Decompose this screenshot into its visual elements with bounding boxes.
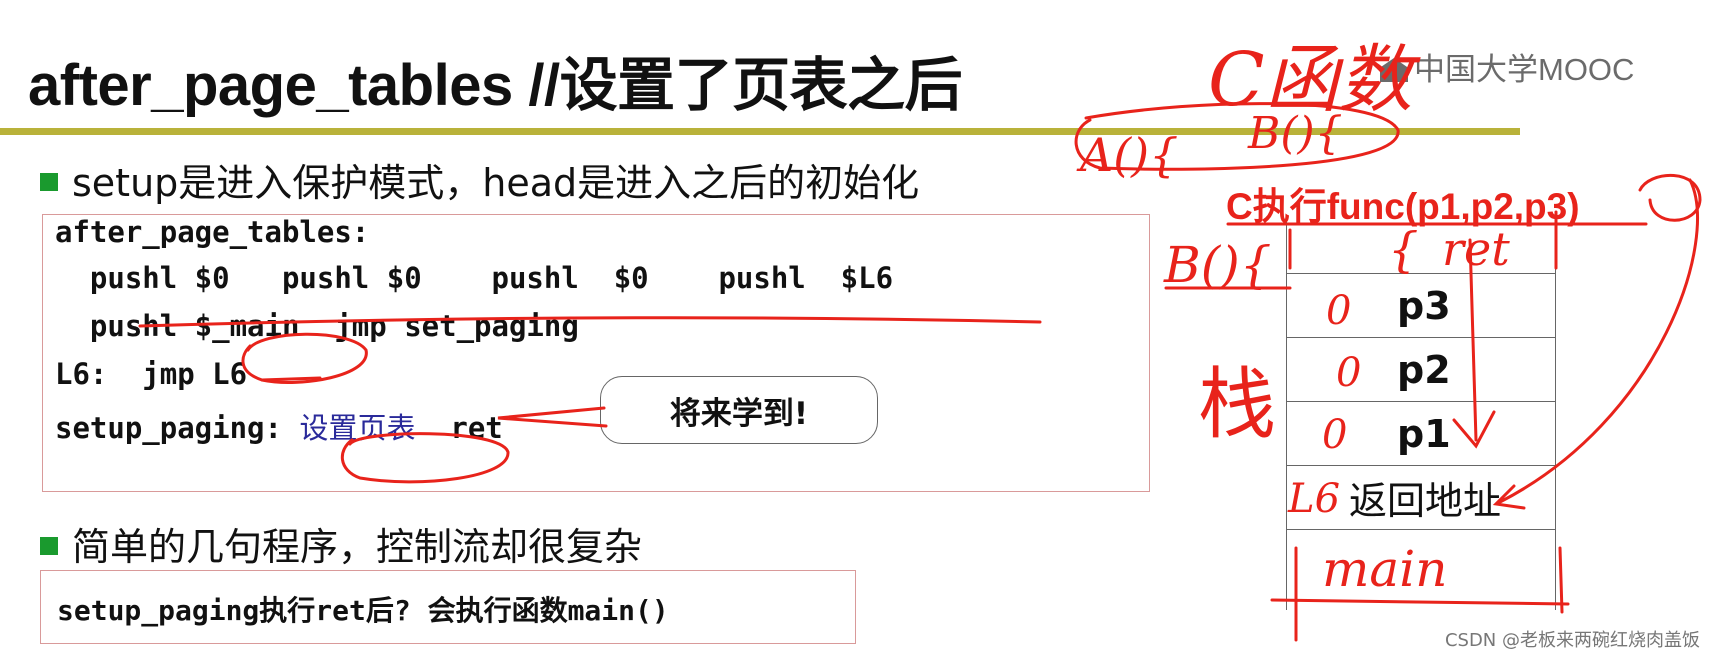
code-block: after_page_tables: pushl $0 pushl $0 pus…	[42, 214, 1150, 492]
handwritten-zero-2: 0	[1336, 350, 1362, 396]
bullet-square-icon	[40, 537, 58, 555]
handwritten-l6: L6	[1288, 476, 1341, 522]
handwritten-ret: ret	[1442, 222, 1510, 276]
title-divider	[0, 128, 1520, 135]
mooc-logo: 中国大学MOOC	[1380, 44, 1634, 89]
code-line-2: pushl $0 pushl $0 pushl $0 pushl $L6	[55, 261, 894, 295]
code-label: setup_paging:	[55, 411, 300, 445]
question-text: setup_paging执行ret后? 会执行函数main()	[57, 594, 669, 627]
bullet-text: 简单的几句程序，控制流却很复杂	[72, 525, 643, 569]
logo-text: 中国大学MOOC	[1414, 52, 1635, 87]
loop-top-right	[1638, 173, 1702, 222]
stack-cell-p3: p3	[1286, 274, 1556, 338]
handwritten-b-call-2: B(){	[1164, 236, 1272, 294]
bullet-square-icon	[40, 173, 58, 191]
code-ret: ret	[415, 411, 503, 445]
code-line-3: pushl $_main jmp set_paging	[55, 309, 579, 343]
handwritten-b-call: B(){	[1248, 108, 1343, 159]
bullet-control-flow: 简单的几句程序，控制流却很复杂	[40, 516, 642, 571]
stack-bottom-right	[1558, 546, 1564, 614]
handwritten-a-call: A(){	[1080, 128, 1179, 182]
handwritten-zero-1: 0	[1326, 288, 1352, 334]
stack-cell-return-address: 返回地址	[1286, 466, 1556, 530]
watermark: CSDN @老板来两碗红烧肉盖饭	[1444, 630, 1700, 651]
code-line-4: L6: jmp L6	[55, 357, 248, 391]
bullet-text: setup是进入保护模式，head是进入之后的初始化	[72, 161, 920, 205]
handwritten-zhan: 栈	[1198, 360, 1277, 450]
handwritten-zero-3: 0	[1322, 412, 1348, 458]
handwritten-main: main	[1322, 540, 1448, 598]
stack-cell-p2: p2	[1286, 338, 1556, 402]
stack-top-cell	[1286, 222, 1556, 274]
stack-diagram: p3 p2 p1 返回地址	[1286, 222, 1556, 610]
handwritten-brace: {	[1388, 222, 1419, 278]
question-box: setup_paging执行ret后? 会执行函数main()	[40, 570, 856, 644]
callout-bubble: 将来学到!	[600, 376, 878, 444]
bullet-setup-head: setup是进入保护模式，head是进入之后的初始化	[40, 152, 919, 207]
code-line-5: setup_paging: 设置页表 ret	[55, 405, 503, 447]
stack-bottom-cell	[1286, 530, 1556, 610]
slide-title: after_page_tables //设置了页表之后	[28, 53, 963, 118]
code-line-1: after_page_tables:	[55, 215, 370, 249]
code-cn-comment: 设置页表	[299, 411, 416, 445]
